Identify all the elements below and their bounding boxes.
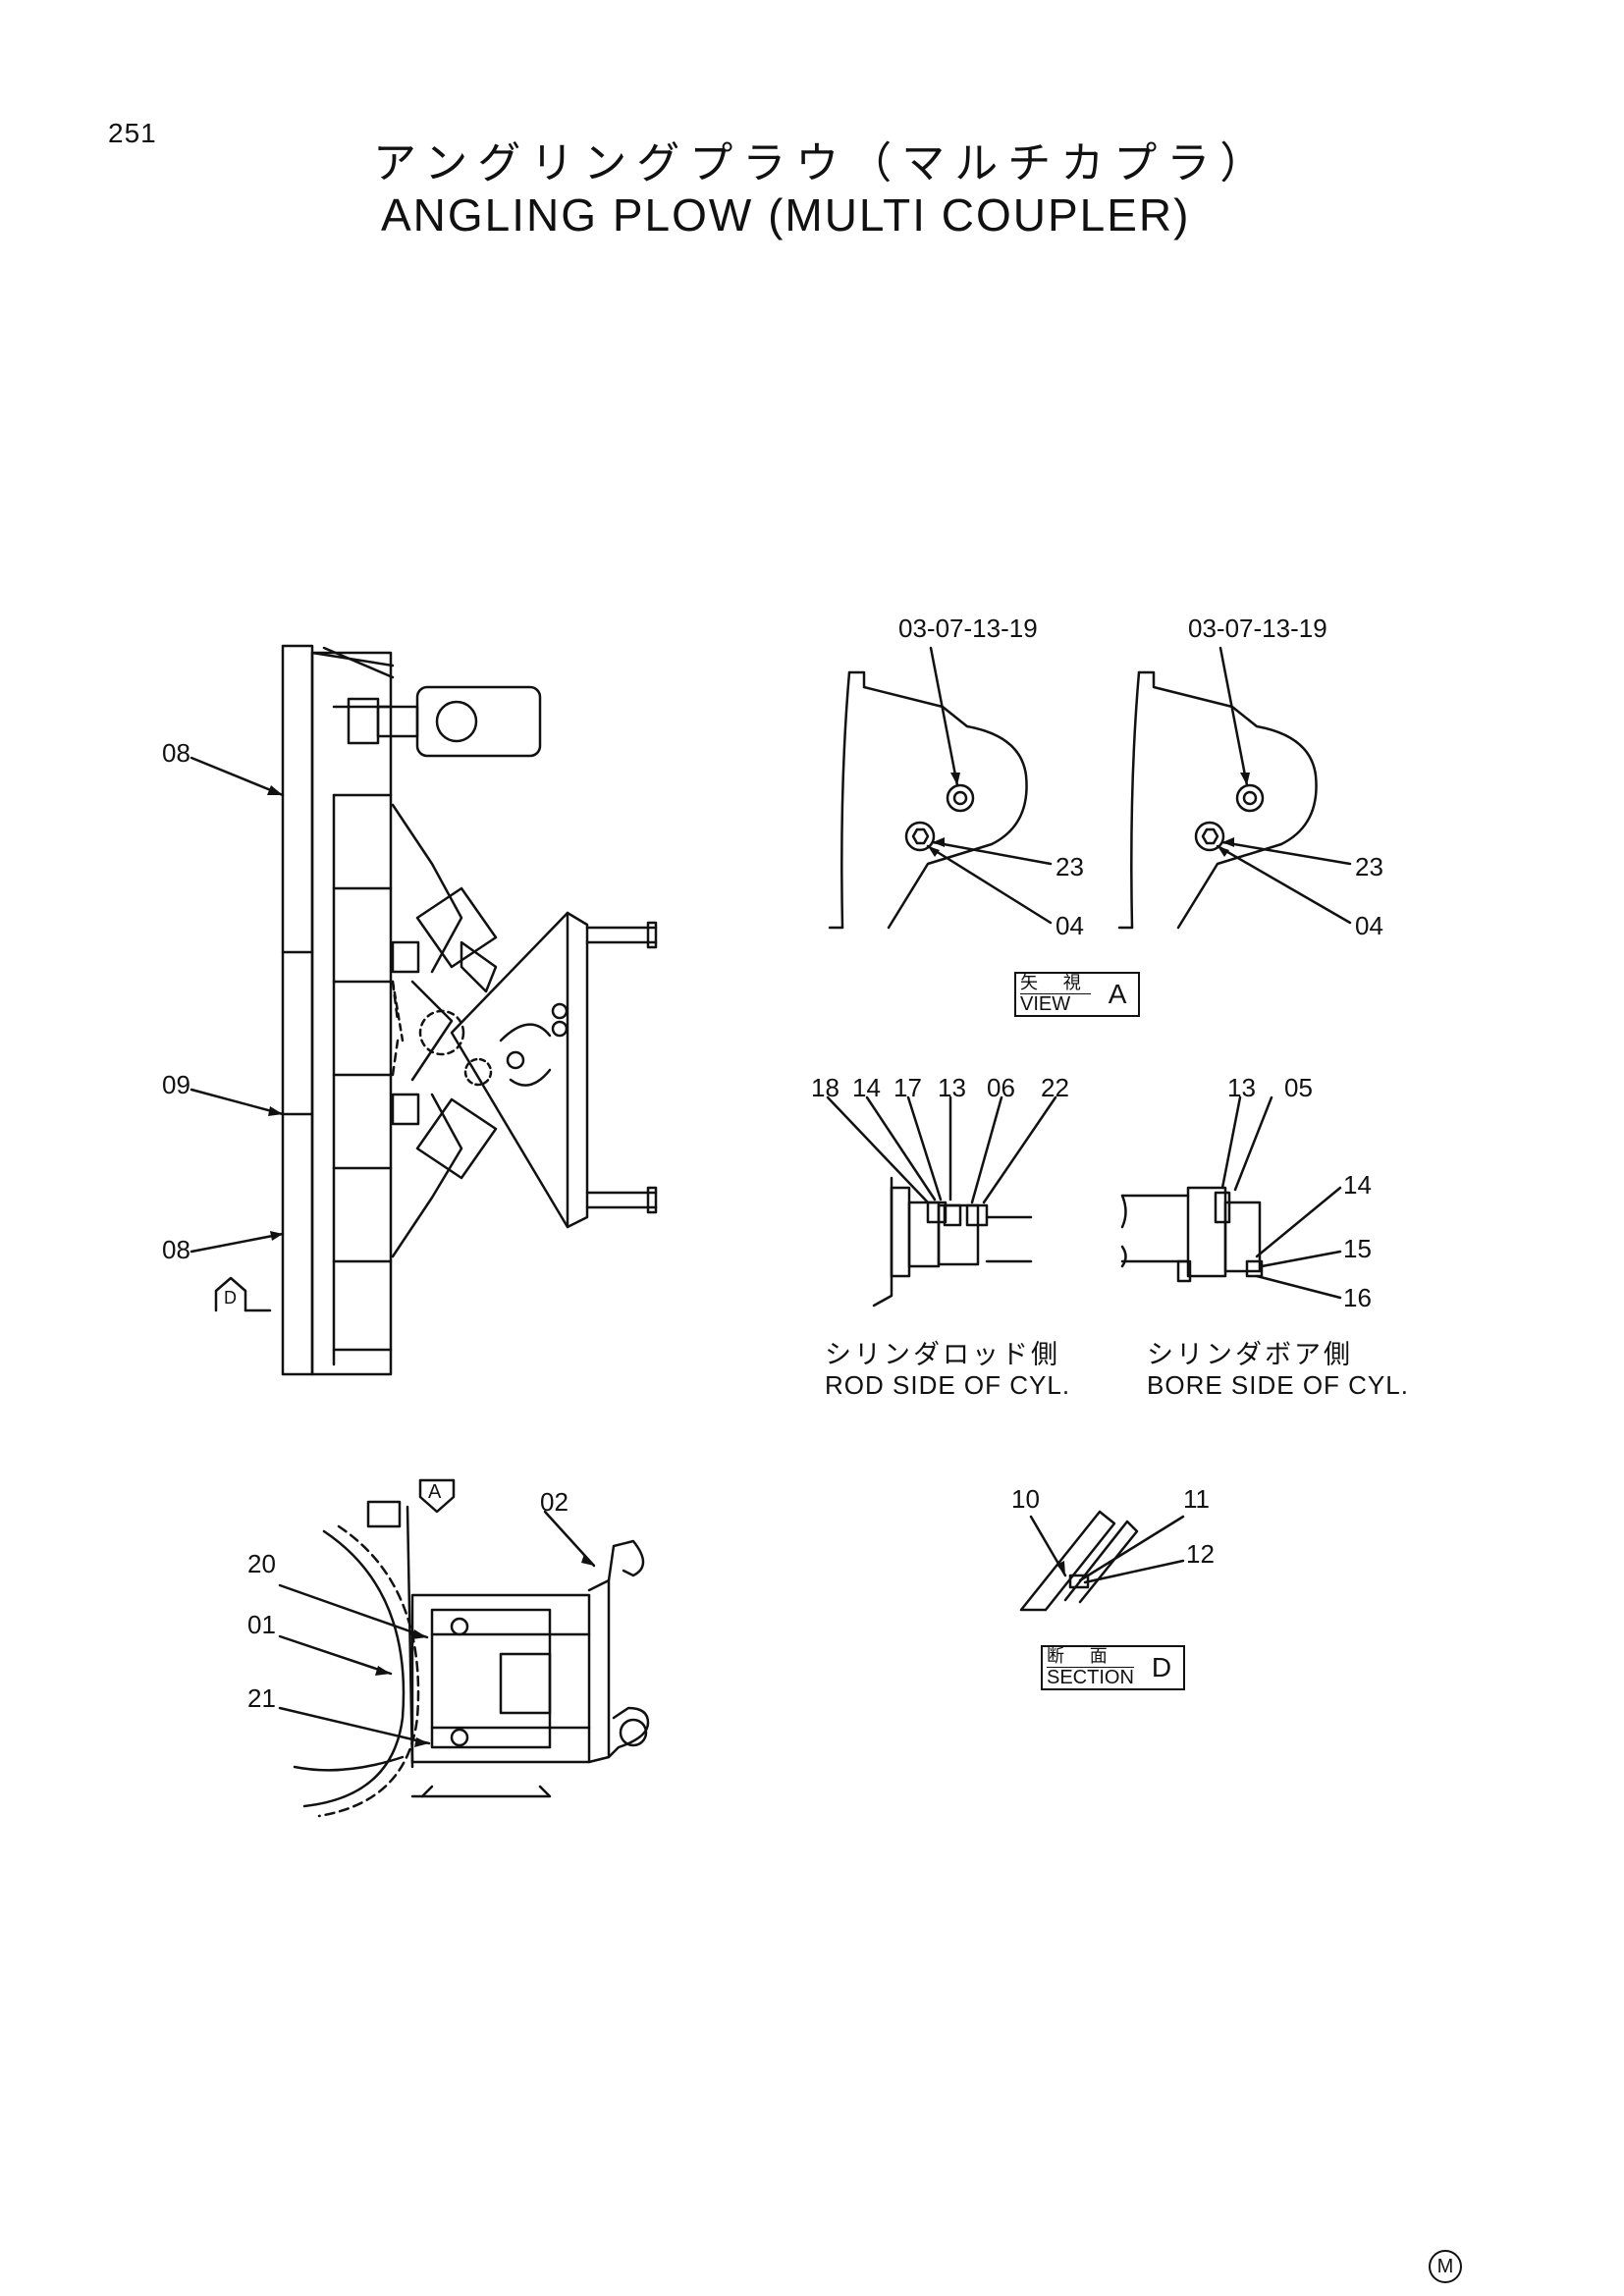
page-number: 251 bbox=[108, 118, 157, 148]
section-d-arrow-label: D bbox=[224, 1288, 237, 1308]
plow-side-view bbox=[293, 1500, 650, 1818]
view-a-left-group-label: 03-07-13-19 bbox=[898, 614, 1038, 643]
section-part-10: 10 bbox=[1011, 1484, 1040, 1514]
section-d-detail bbox=[1019, 1510, 1139, 1612]
bore-part-05: 05 bbox=[1284, 1073, 1313, 1102]
rod-part-13: 13 bbox=[938, 1073, 966, 1102]
view-a-box-letter: A bbox=[1108, 979, 1127, 1009]
rod-side-detail bbox=[872, 1176, 1033, 1308]
view-a-left-04: 04 bbox=[1056, 911, 1084, 940]
section-d-box-letter: D bbox=[1151, 1652, 1172, 1682]
m-mark-badge: M bbox=[1429, 2250, 1462, 2283]
rod-side-caption-en: ROD SIDE OF CYL. bbox=[825, 1370, 1071, 1400]
side-part-01: 01 bbox=[247, 1610, 276, 1639]
section-part-11: 11 bbox=[1183, 1484, 1210, 1514]
plow-top-view bbox=[281, 644, 658, 1376]
rod-part-06: 06 bbox=[987, 1073, 1015, 1102]
view-a-arrow-label: A bbox=[428, 1481, 442, 1503]
section-d-box-en: SECTION bbox=[1047, 1667, 1134, 1688]
view-a-box-jp: 矢 視 bbox=[1020, 973, 1091, 994]
section-part-12: 12 bbox=[1186, 1539, 1215, 1569]
callout-08-top: 08 bbox=[162, 738, 190, 768]
view-a-right-23: 23 bbox=[1355, 852, 1383, 881]
rod-part-17: 17 bbox=[893, 1073, 922, 1102]
callout-08-bottom: 08 bbox=[162, 1235, 190, 1264]
view-a-left-detail bbox=[828, 670, 1028, 930]
bore-part-15: 15 bbox=[1343, 1234, 1372, 1263]
view-a-box-en: VIEW bbox=[1020, 993, 1071, 1015]
rod-part-22: 22 bbox=[1041, 1073, 1069, 1102]
callout-09: 09 bbox=[162, 1070, 190, 1099]
view-a-right-detail bbox=[1117, 670, 1318, 930]
view-a-left-23: 23 bbox=[1056, 852, 1084, 881]
bore-side-detail bbox=[1120, 1186, 1264, 1283]
view-a-right-group-label: 03-07-13-19 bbox=[1188, 614, 1327, 643]
rod-side-caption-jp: シリンダロッド側 bbox=[825, 1340, 1060, 1370]
bore-part-16: 16 bbox=[1343, 1283, 1372, 1312]
side-part-21: 21 bbox=[247, 1683, 276, 1713]
view-a-box: 矢 視 VIEW A bbox=[1014, 972, 1141, 1017]
side-part-20: 20 bbox=[247, 1549, 276, 1578]
bore-part-14: 14 bbox=[1343, 1170, 1372, 1200]
section-d-box-jp: 断 面 bbox=[1047, 1648, 1134, 1668]
bore-side-caption-en: BORE SIDE OF CYL. bbox=[1147, 1370, 1409, 1400]
rod-part-14: 14 bbox=[852, 1073, 881, 1102]
view-a-right-04: 04 bbox=[1355, 911, 1383, 940]
title-japanese: アングリングプラウ（マルチカプラ） bbox=[373, 138, 1273, 188]
side-part-02: 02 bbox=[540, 1487, 568, 1517]
rod-part-18: 18 bbox=[811, 1073, 839, 1102]
section-d-box: 断 面 SECTION D bbox=[1041, 1645, 1186, 1690]
title-english: ANGLING PLOW (MULTI COUPLER) bbox=[381, 189, 1191, 240]
bore-part-13: 13 bbox=[1227, 1073, 1256, 1102]
bore-side-caption-jp: シリンダボア側 bbox=[1147, 1340, 1353, 1370]
